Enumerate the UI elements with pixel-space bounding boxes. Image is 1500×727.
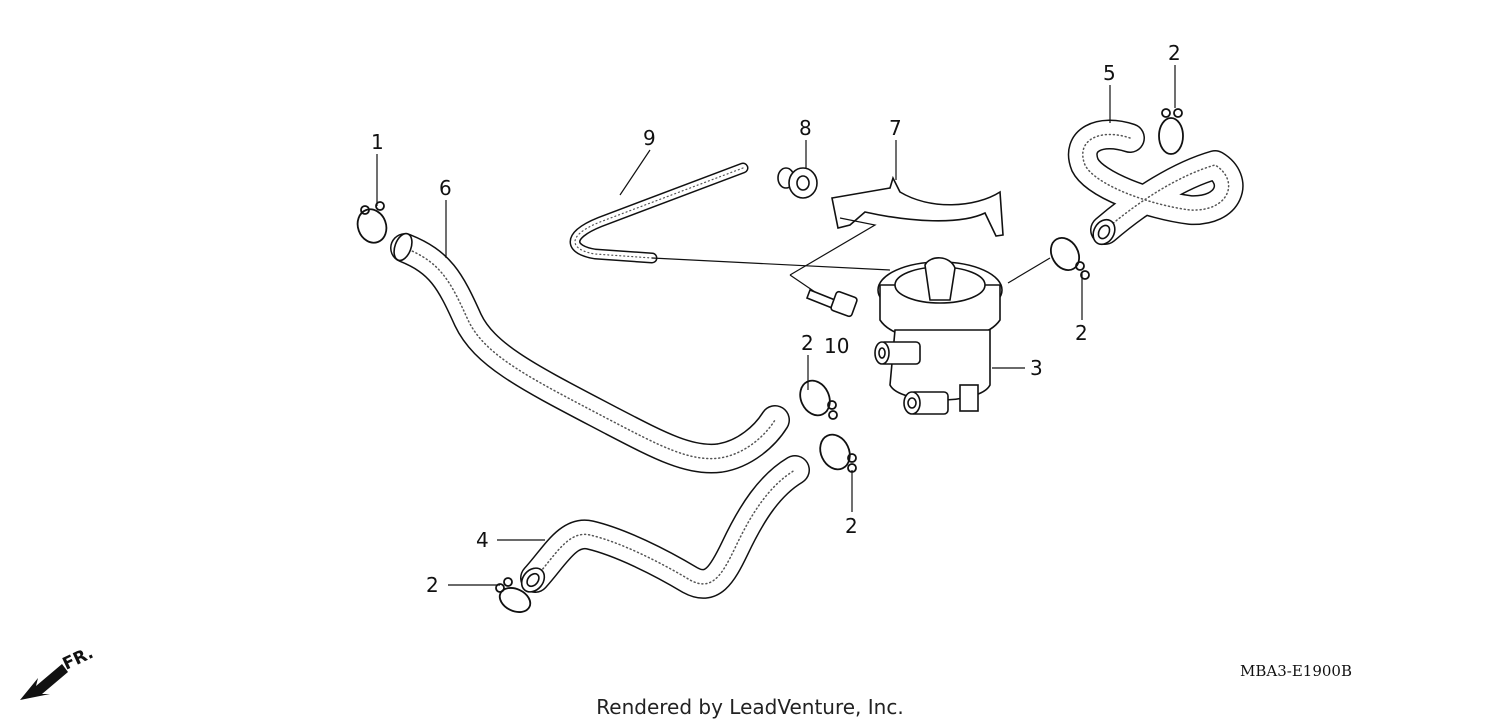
callout-clamp-top-right: 2 <box>1168 41 1181 65</box>
diagram-code: MBA3-E1900B <box>1240 662 1352 680</box>
clamp-top-right[interactable] <box>1158 108 1184 155</box>
clamp-left[interactable] <box>353 201 391 247</box>
callout-hose-lower: 4 <box>476 528 489 552</box>
bolt[interactable] <box>805 288 858 318</box>
callout-clamp-mid-lower: 2 <box>845 514 858 538</box>
front-label: FR. <box>60 643 97 674</box>
clamp-mid-lower[interactable] <box>815 430 857 474</box>
callout-tube: 9 <box>643 126 656 150</box>
callout-bracket: 7 <box>889 116 902 140</box>
leader-lines <box>376 65 1176 586</box>
hose-long[interactable] <box>390 231 790 474</box>
front-arrow: FR. <box>20 643 97 700</box>
callout-bolt: 10 <box>824 334 849 358</box>
render-credit: Rendered by LeadVenture, Inc. <box>596 695 904 719</box>
callouts: 1 6 9 8 7 5 2 2 3 10 2 2 4 2 <box>371 41 1181 597</box>
grommet[interactable] <box>777 167 818 199</box>
callout-clamp-left: 1 <box>371 130 384 154</box>
callout-hose-right: 5 <box>1103 61 1116 85</box>
front-arrow-icon <box>20 664 68 700</box>
callout-hose-long: 6 <box>439 176 452 200</box>
tube[interactable] <box>569 162 749 264</box>
callout-clamp-right: 2 <box>1075 321 1088 345</box>
callout-clamp-bottom-left: 2 <box>426 573 439 597</box>
hose-right[interactable] <box>1067 119 1244 248</box>
bracket[interactable] <box>831 175 1004 237</box>
clamp-mid-upper[interactable] <box>795 376 838 420</box>
air-injection-valve[interactable] <box>874 257 1003 415</box>
callout-valve: 3 <box>1030 356 1043 380</box>
callout-clamp-mid-upper: 2 <box>801 331 814 355</box>
hose-lower[interactable] <box>517 455 810 599</box>
clamp-right[interactable] <box>1045 233 1090 280</box>
clamp-bottom-left[interactable] <box>495 577 534 617</box>
callout-grommet: 8 <box>799 116 812 140</box>
